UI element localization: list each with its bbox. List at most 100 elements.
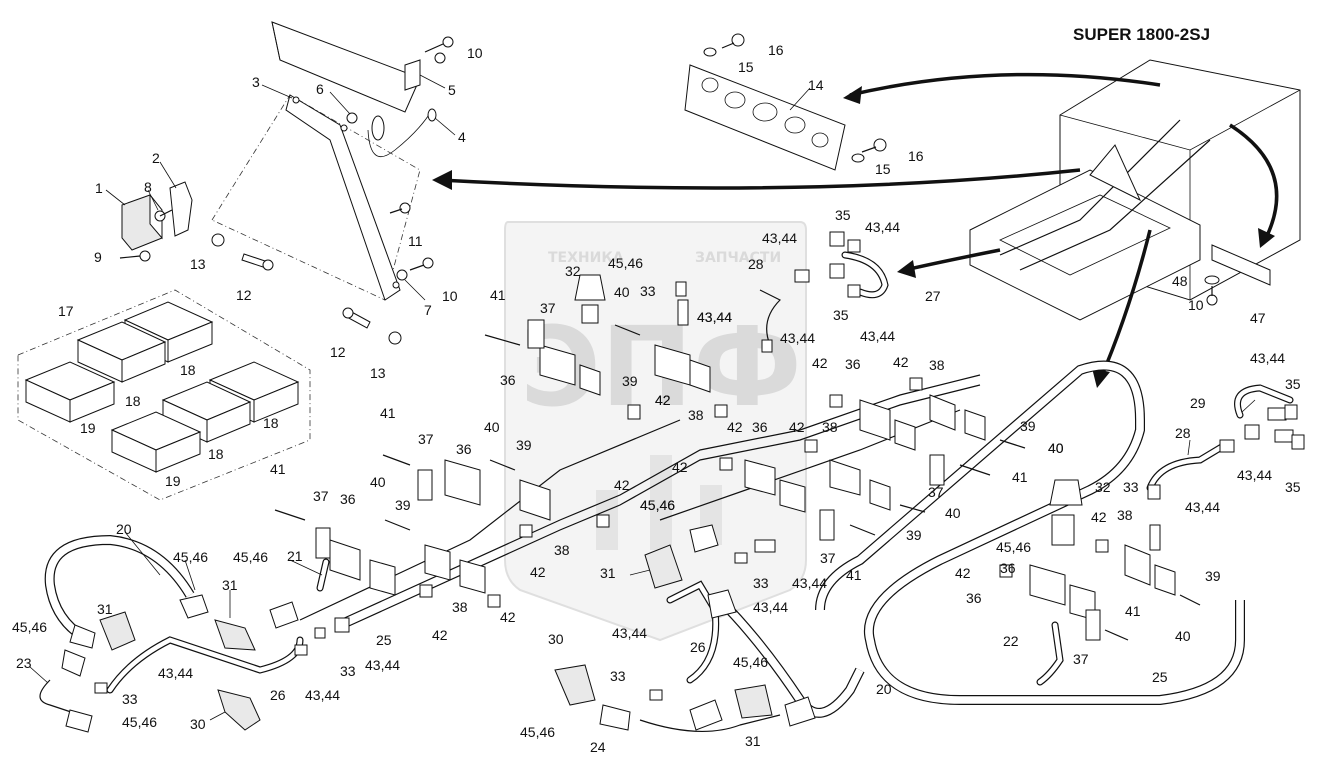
label-45-46-j: 45,46 xyxy=(640,497,675,513)
label-40c: 40 xyxy=(370,474,386,490)
nut-33-e xyxy=(734,552,748,564)
label-27: 27 xyxy=(925,288,941,304)
label-37e: 37 xyxy=(820,550,836,566)
label-43-44-b: 43,44 xyxy=(865,219,900,235)
bolt-10a xyxy=(424,36,454,53)
label-37f: 37 xyxy=(1073,651,1089,667)
label-31b: 31 xyxy=(222,577,238,593)
watermark-text-left: ТЕХНИКА xyxy=(548,250,624,266)
label-31d: 31 xyxy=(745,733,761,749)
coupling-45-46-c xyxy=(69,624,96,649)
label-40f: 40 xyxy=(1175,628,1191,644)
label-40a: 40 xyxy=(614,284,630,300)
label-42g: 42 xyxy=(530,564,546,580)
label-47: 47 xyxy=(1250,310,1266,326)
hose-22 xyxy=(1036,621,1064,686)
coupling-45-46-j xyxy=(689,524,719,553)
cover-panel xyxy=(211,21,421,301)
hose-24 xyxy=(639,714,781,733)
nut-13b xyxy=(388,331,402,345)
label-10b: 10 xyxy=(442,288,458,304)
bolt-10c xyxy=(434,52,446,64)
label-45-46-c: 45,46 xyxy=(233,549,268,565)
label-39e: 39 xyxy=(906,527,922,543)
label-48: 48 xyxy=(1172,273,1188,289)
connectors-35-43-44 xyxy=(794,231,1305,551)
label-40b: 40 xyxy=(484,419,500,435)
label-45-46-i: 45,46 xyxy=(520,724,555,740)
brake-lines xyxy=(299,374,981,631)
coupling-45-46-e xyxy=(65,709,93,733)
label-41d: 41 xyxy=(1012,469,1028,485)
label-41c: 41 xyxy=(270,461,286,477)
nut-33-a xyxy=(94,682,108,694)
elbow-31-d xyxy=(644,544,683,589)
clips-42 xyxy=(419,377,1109,608)
diagram-title: SUPER 1800-2SJ xyxy=(1073,25,1210,44)
label-16b: 16 xyxy=(908,148,924,164)
elbow-31-c xyxy=(734,684,773,719)
label-17: 17 xyxy=(58,303,74,319)
bolt-16b xyxy=(861,138,887,153)
washer-7 xyxy=(396,269,408,281)
label-43-44-m: 43,44 xyxy=(158,665,193,681)
label-21: 21 xyxy=(287,548,303,564)
label-4: 4 xyxy=(458,129,466,145)
elbow-31-a xyxy=(99,611,136,651)
vehicle-frame-overview xyxy=(969,59,1301,321)
label-36e: 36 xyxy=(752,419,768,435)
label-15b: 15 xyxy=(875,161,891,177)
label-22: 22 xyxy=(1003,633,1019,649)
label-42m: 42 xyxy=(655,392,671,408)
elbow-30-bottom xyxy=(554,664,596,706)
washer-15a xyxy=(703,47,717,57)
nut-33-b xyxy=(314,627,326,639)
coupling-43-44-a xyxy=(334,617,350,633)
clip-assemblies xyxy=(329,344,1176,621)
label-35a: 35 xyxy=(835,207,851,223)
label-12b: 12 xyxy=(330,344,346,360)
label-28a: 28 xyxy=(748,256,764,272)
label-41f: 41 xyxy=(1125,603,1141,619)
label-29: 29 xyxy=(1190,395,1206,411)
relay-1 xyxy=(121,193,163,251)
label-33f: 33 xyxy=(1123,479,1139,495)
label-42l: 42 xyxy=(812,355,828,371)
battery-block xyxy=(24,301,300,473)
bolt-12b xyxy=(342,307,371,329)
label-43-44-d: 43,44 xyxy=(780,330,815,346)
label-43-44-o: 43,44 xyxy=(697,309,732,325)
cover-plate-47 xyxy=(1211,244,1271,286)
label-30b: 30 xyxy=(190,716,206,732)
label-33d: 33 xyxy=(753,575,769,591)
elbow-31-b xyxy=(214,619,256,651)
nut-33-d xyxy=(649,689,663,701)
label-18a: 18 xyxy=(180,362,196,378)
label-9: 9 xyxy=(94,249,102,265)
label-12a: 12 xyxy=(236,287,252,303)
coupling-43-44-b xyxy=(754,539,776,553)
label-43-44-i: 43,44 xyxy=(792,575,827,591)
label-43-44-j: 43,44 xyxy=(753,599,788,615)
label-25b: 25 xyxy=(1152,669,1168,685)
fittings xyxy=(61,231,1305,733)
label-45-46-d: 45,46 xyxy=(12,619,47,635)
label-6: 6 xyxy=(316,81,324,97)
label-25a: 25 xyxy=(376,632,392,648)
brackets-37 xyxy=(315,319,1101,641)
label-18c: 18 xyxy=(263,415,279,431)
label-18b: 18 xyxy=(125,393,141,409)
label-43-44-h: 43,44 xyxy=(1185,499,1220,515)
label-42e: 42 xyxy=(672,459,688,475)
nut-33-c xyxy=(294,644,308,656)
bracket-5 xyxy=(404,59,421,91)
label-40e: 40 xyxy=(945,505,961,521)
label-33c: 33 xyxy=(640,283,656,299)
label-39f: 39 xyxy=(1205,568,1221,584)
label-43-44-a: 43,44 xyxy=(762,230,797,246)
label-32a: 32 xyxy=(565,263,581,279)
label-43-44-l: 43,44 xyxy=(305,687,340,703)
coupling-45-46-f xyxy=(599,704,631,731)
label-37d: 37 xyxy=(928,484,944,500)
